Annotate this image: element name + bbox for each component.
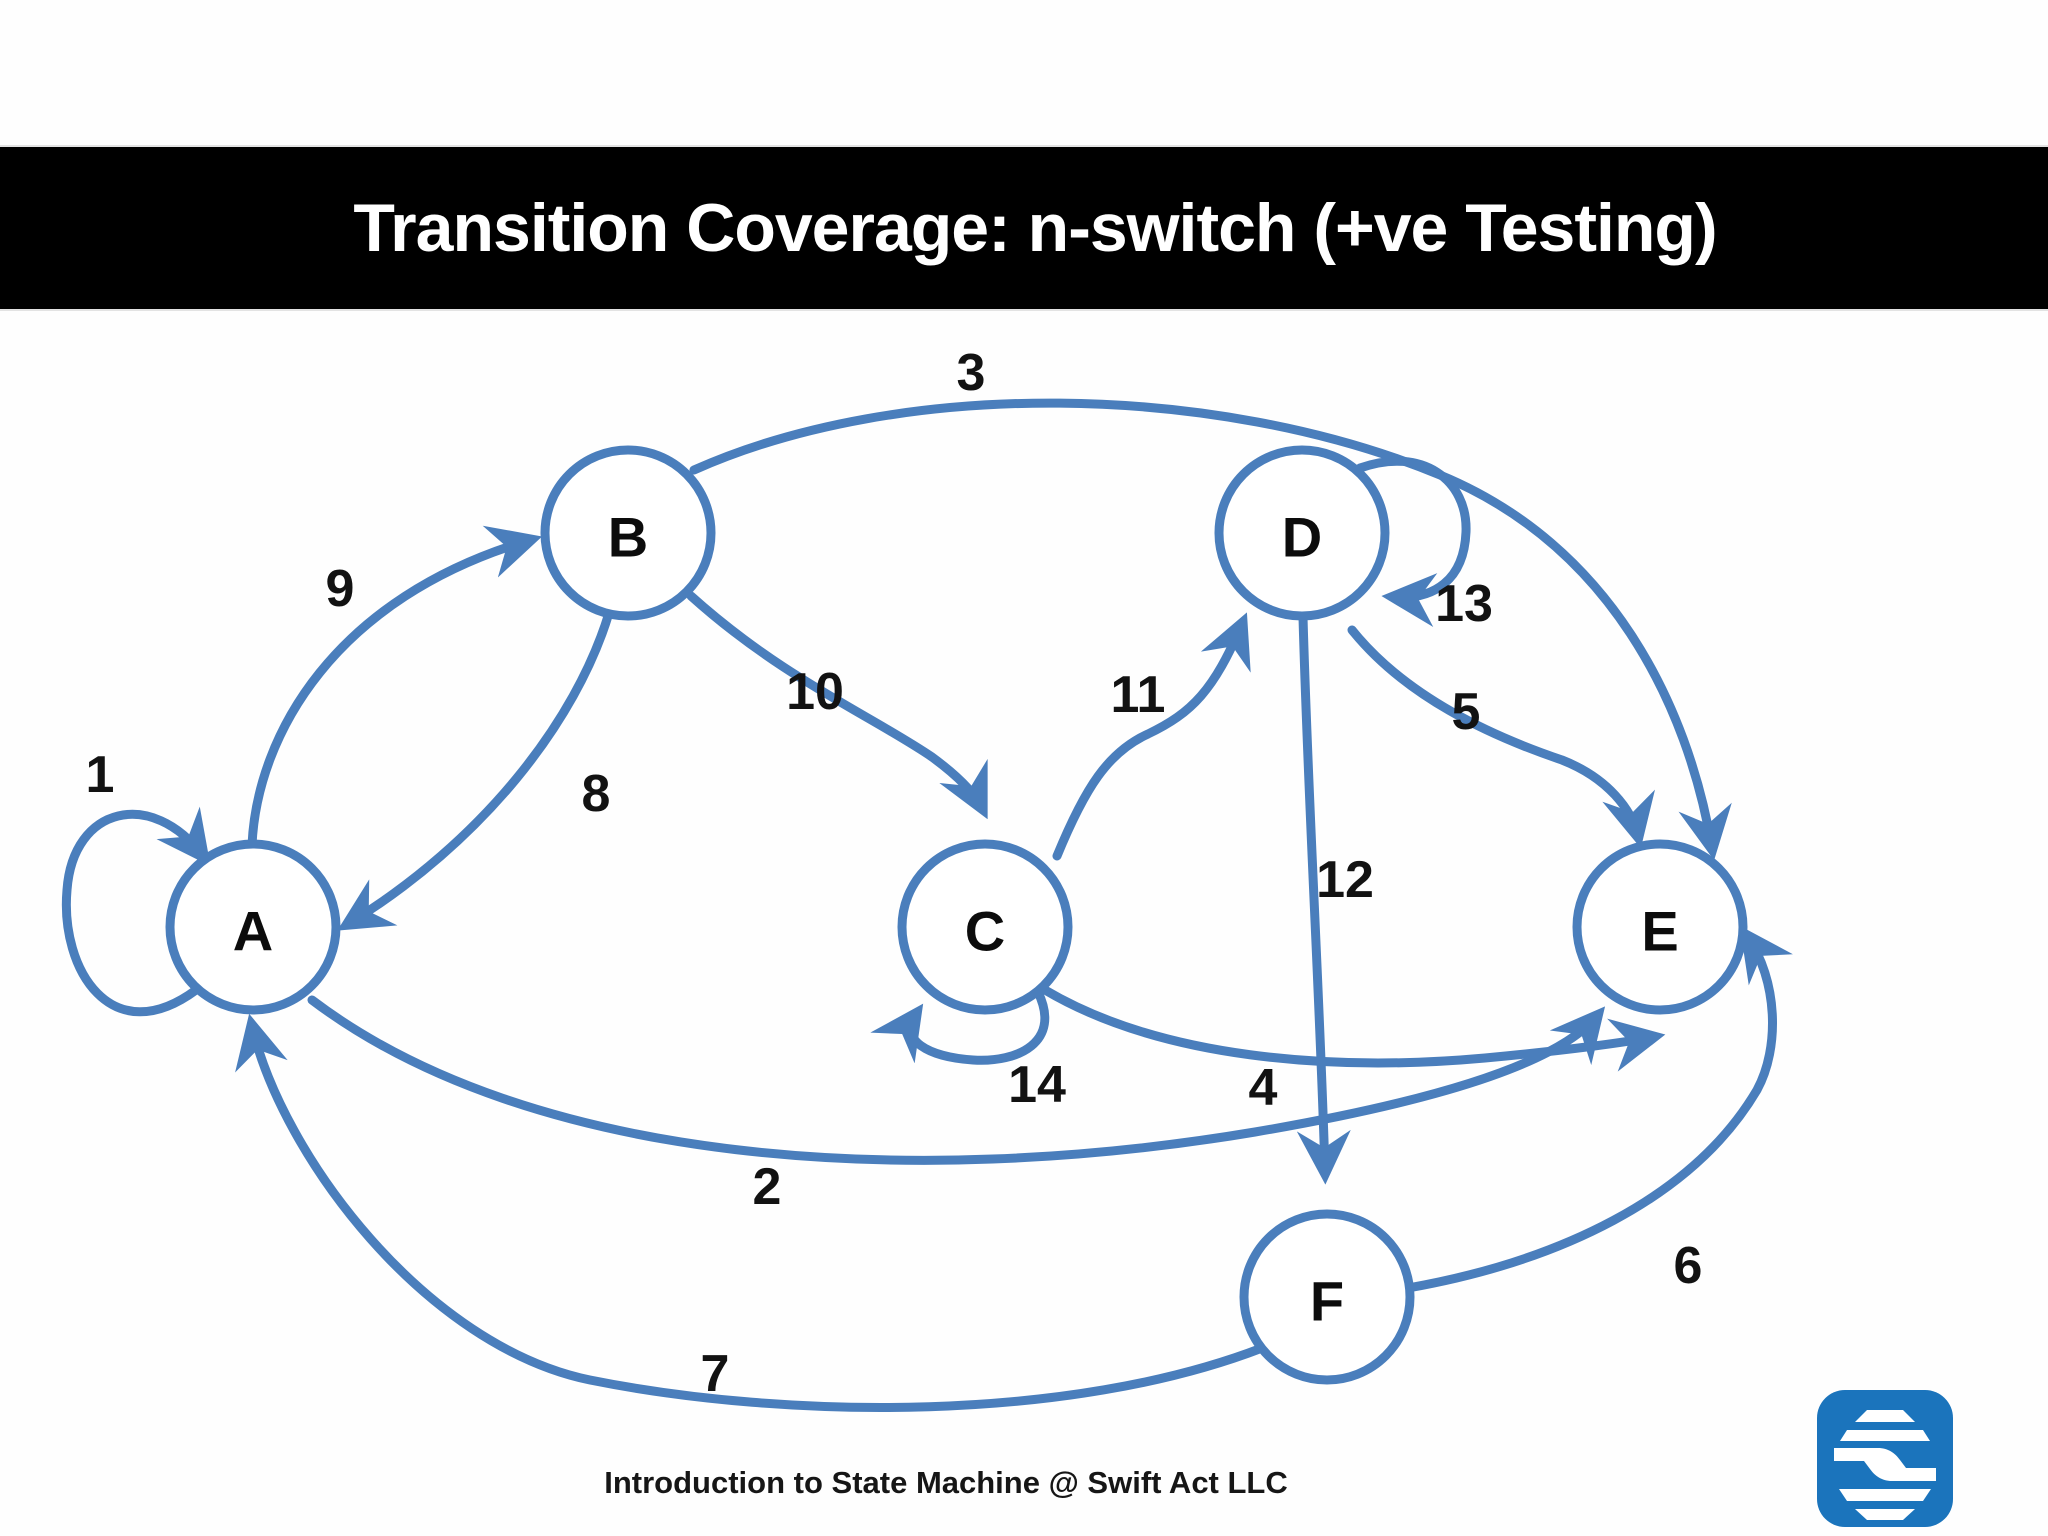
- transition-edge-D-D-13: [1355, 456, 1471, 627]
- title-bar: Transition Coverage: n-switch (+ve Testi…: [0, 145, 2048, 311]
- transition-edge-C-D-11: [1052, 612, 1251, 861]
- transition-edge-A-B-9: [247, 525, 543, 850]
- transition-label-2: 2: [753, 1158, 782, 1216]
- transition-edge-C-C-14: [870, 987, 1050, 1065]
- state-node-C: [897, 839, 1073, 1015]
- transition-label-3: 3: [957, 344, 986, 402]
- state-node-label-F: F: [1310, 1270, 1344, 1333]
- transition-label-11: 11: [1111, 666, 1166, 724]
- state-node-label-E: E: [1641, 900, 1678, 963]
- state-node-E: [1572, 839, 1748, 1015]
- transition-edge-D-F-12: [1296, 612, 1351, 1185]
- transition-edge-C-E-4: [1040, 985, 1666, 1072]
- state-node-label-A: A: [233, 900, 273, 963]
- state-node-label-D: D: [1282, 506, 1322, 569]
- transition-edge-A-A-1: [61, 806, 211, 1017]
- transition-edge-D-E-5: [1347, 625, 1655, 849]
- state-node-label-C: C: [965, 900, 1005, 963]
- state-node-F: [1239, 1209, 1415, 1385]
- state-node-B: [540, 445, 716, 621]
- slide-title: Transition Coverage: n-switch (+ve Testi…: [353, 190, 1717, 266]
- transition-label-1: 1: [86, 746, 115, 804]
- transition-edge-B-E-3: [689, 398, 1732, 861]
- transition-label-6: 6: [1674, 1237, 1703, 1295]
- state-node-A: [165, 839, 341, 1015]
- swift-act-logo: [1817, 1390, 1953, 1527]
- transition-label-8: 8: [582, 765, 611, 823]
- transition-label-5: 5: [1452, 683, 1481, 741]
- transition-edge-B-A-8: [337, 608, 614, 931]
- transition-label-10: 10: [786, 663, 844, 721]
- transition-edge-F-E-6: [1403, 925, 1793, 1293]
- transition-label-14: 14: [1008, 1056, 1066, 1114]
- transition-edge-F-A-7: [235, 1013, 1267, 1412]
- transition-edge-B-C-10: [686, 591, 988, 820]
- transition-label-13: 13: [1435, 575, 1493, 633]
- state-node-D: [1214, 445, 1390, 621]
- state-node-label-B: B: [608, 506, 648, 569]
- transition-label-9: 9: [326, 560, 355, 618]
- logo-s-emblem: [1834, 1410, 1936, 1520]
- transition-label-7: 7: [701, 1345, 730, 1403]
- transition-label-12: 12: [1316, 851, 1374, 909]
- transition-label-4: 4: [1249, 1059, 1278, 1117]
- footer-credit: Introduction to State Machine @ Swift Ac…: [604, 1465, 1288, 1500]
- transition-edge-A-E-2: [307, 995, 1606, 1165]
